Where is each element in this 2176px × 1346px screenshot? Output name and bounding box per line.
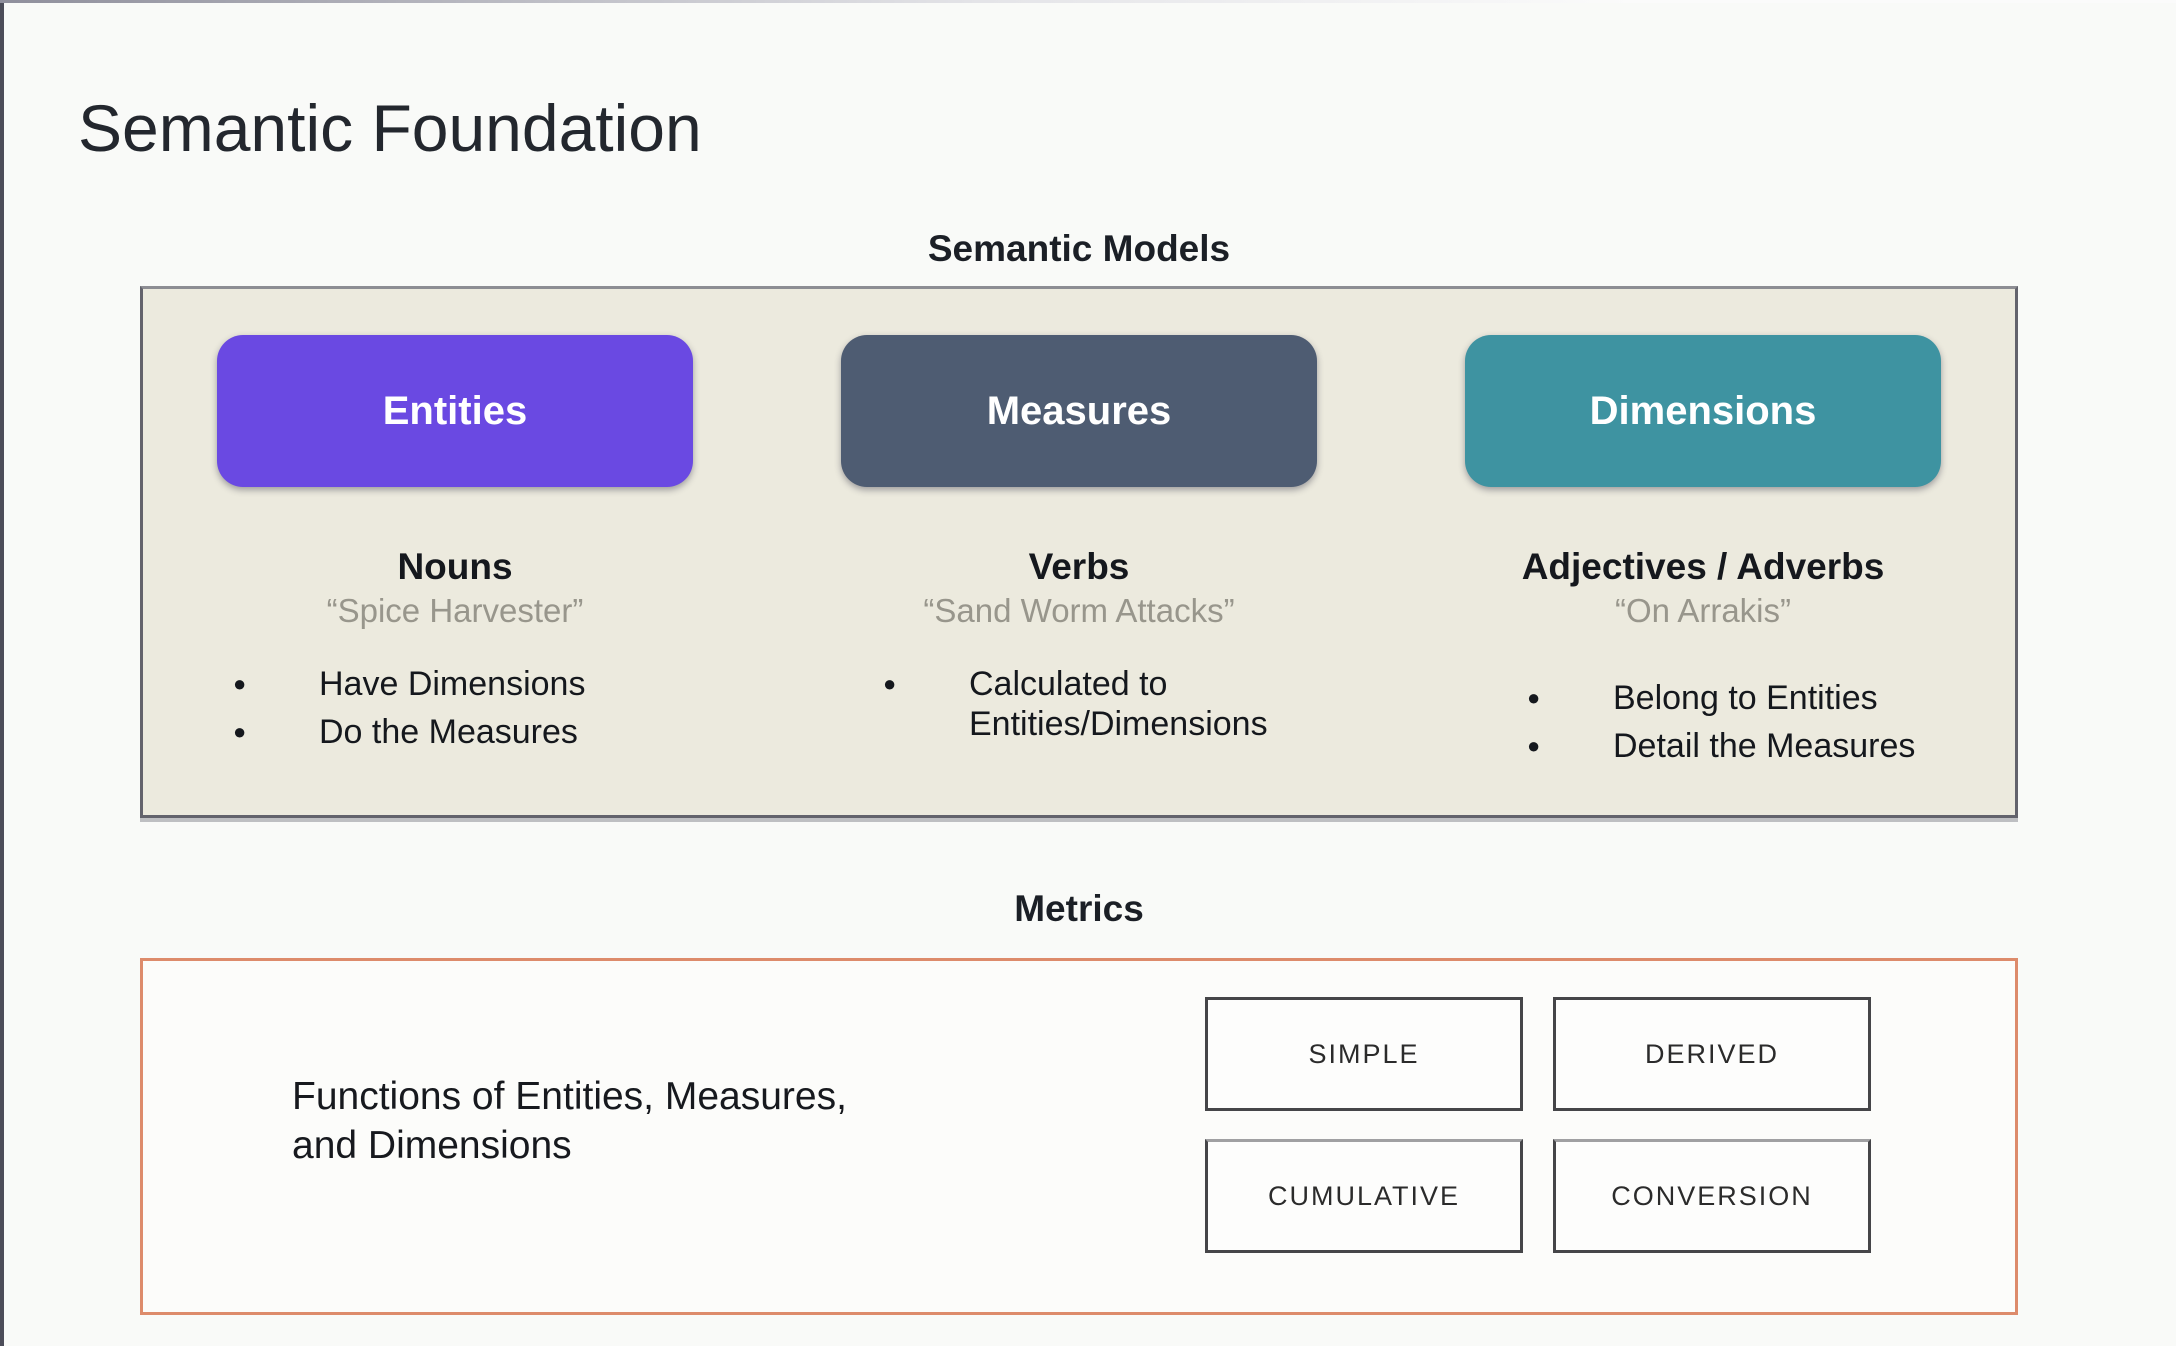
metric-type-conversion: CONVERSION (1553, 1139, 1871, 1253)
entities-role-label: Nouns (397, 546, 513, 587)
measures-example-label: “Sand Worm Attacks” (923, 591, 1235, 629)
bullet-text: Detail the Measures (1613, 727, 1916, 766)
semantic-models-panel: Entities Nouns “Spice Harvester” ● Have … (140, 286, 2018, 818)
list-item: ● Do the Measures (233, 712, 585, 753)
metrics-panel: Functions of Entities, Measures, and Dim… (140, 958, 2018, 1315)
metric-type-grid: SIMPLE DERIVED CUMULATIVE CONVERSION (1205, 997, 1871, 1253)
bullet-icon: ● (233, 719, 247, 745)
measures-chip: Measures (841, 335, 1317, 487)
entities-bullet-list: ● Have Dimensions ● Do the Measures (233, 664, 585, 762)
bullet-icon: ● (883, 670, 897, 696)
entities-chip: Entities (217, 335, 693, 487)
bullet-text: Belong to Entities (1613, 678, 1878, 717)
dimensions-chip: Dimensions (1465, 335, 1941, 487)
bullet-text: Do the Measures (319, 713, 578, 752)
semantic-models-heading: Semantic Models (927, 228, 1231, 269)
page-title: Semantic Foundation (78, 91, 702, 166)
dimensions-example-label: “On Arrakis” (1614, 591, 1792, 629)
metrics-description-line: and Dimensions (292, 1123, 572, 1167)
bullet-icon: ● (1527, 684, 1541, 710)
bullet-text: Have Dimensions (319, 664, 586, 703)
window-left-edge (0, 0, 4, 1346)
dimensions-role-label: Adjectives / Adverbs (1521, 546, 1885, 587)
list-item: ● Calculated to Entities/Dimensions (883, 664, 1391, 746)
dimensions-bullet-list: ● Belong to Entities ● Detail the Measur… (1527, 678, 1915, 776)
measures-column: Measures Verbs “Sand Worm Attacks” ● Cal… (767, 289, 1391, 815)
metric-type-cumulative: CUMULATIVE (1205, 1139, 1523, 1253)
list-item: ● Belong to Entities (1527, 678, 1915, 719)
bullet-icon: ● (1527, 733, 1541, 759)
list-item: ● Have Dimensions (233, 664, 585, 705)
measures-role-label: Verbs (1028, 546, 1130, 587)
bullet-icon: ● (233, 670, 247, 696)
metric-type-simple: SIMPLE (1205, 997, 1523, 1111)
metrics-description-line: Functions of Entities, Measures, (292, 1075, 847, 1118)
metrics-description: Functions of Entities, Measures, and Dim… (292, 1073, 847, 1171)
list-item: ● Detail the Measures (1527, 726, 1915, 767)
metric-type-derived: DERIVED (1553, 997, 1871, 1111)
dimensions-column: Dimensions Adjectives / Adverbs “On Arra… (1391, 289, 2015, 815)
metrics-heading: Metrics (1014, 888, 1144, 929)
bullet-text: Calculated to Entities/Dimensions (969, 664, 1268, 744)
entities-column: Entities Nouns “Spice Harvester” ● Have … (143, 289, 767, 815)
measures-bullet-list: ● Calculated to Entities/Dimensions (883, 664, 1391, 754)
window-top-edge (0, 0, 2176, 3)
entities-example-label: “Spice Harvester” (326, 591, 584, 629)
